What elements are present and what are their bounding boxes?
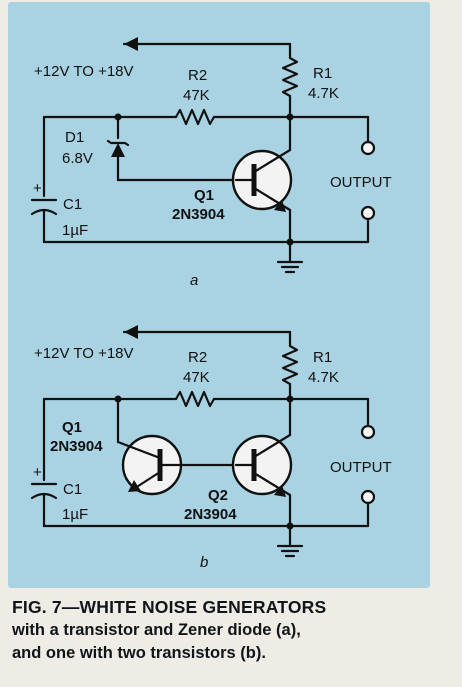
r2-name-a: R2 <box>188 67 207 84</box>
supply-label-a: +12V TO +18V <box>34 63 134 80</box>
figure-tag-b: b <box>200 554 208 571</box>
resistor-r1-a <box>281 56 299 98</box>
c1-value-a: 1µF <box>62 222 88 239</box>
caption-line-1: FIG. 7—WHITE NOISE GENERATORS <box>12 597 327 617</box>
d1-value: 6.8V <box>62 150 93 167</box>
output-label-b: OUTPUT <box>330 459 392 476</box>
caption-line-2: with a transistor and Zener diode (a), <box>12 621 301 639</box>
supply-arrow-icon <box>124 325 138 339</box>
q1-type-b: 2N3904 <box>50 438 103 455</box>
c1-name-b: C1 <box>63 481 82 498</box>
svg-text:+: + <box>33 180 42 197</box>
supply-label-b: +12V TO +18V <box>34 345 134 362</box>
r2-value-a: 47K <box>183 87 210 104</box>
r1-name-b: R1 <box>313 349 332 366</box>
q2-type-b: 2N3904 <box>184 506 237 523</box>
output-terminal-top <box>360 140 376 156</box>
transistor-q2-b <box>231 434 293 496</box>
figure-caption: FIG. 7—WHITE NOISE GENERATORS with a tra… <box>12 596 452 665</box>
q1-name-a: Q1 <box>194 187 214 204</box>
r1-value-a: 4.7K <box>308 85 339 102</box>
schematic-panel <box>8 2 430 588</box>
q1-type-a: 2N3904 <box>172 206 225 223</box>
q1-name-b: Q1 <box>62 419 82 436</box>
r1-value-b: 4.7K <box>308 369 339 386</box>
svg-text:+: + <box>33 464 42 481</box>
r2-value-b: 47K <box>183 369 210 386</box>
circuit-a: +12V TO +18V R2 47K R1 4.7K D1 6.8V + C1… <box>30 37 392 289</box>
resistor-r2-b <box>174 390 216 408</box>
r1-name-a: R1 <box>313 65 332 82</box>
resistor-r2-a <box>174 108 216 126</box>
transistor-q1-a <box>231 149 293 211</box>
zener-diode-d1 <box>111 143 125 157</box>
schematic-drawing: +12V TO +18V R2 47K R1 4.7K D1 6.8V + C1… <box>30 37 392 571</box>
d1-name: D1 <box>65 129 84 146</box>
circuit-b: +12V TO +18V R2 47K R1 4.7K Q1 2N3904 + … <box>30 325 392 571</box>
output-terminal-bottom <box>360 205 376 221</box>
output-label-a: OUTPUT <box>330 174 392 191</box>
output-terminal-bottom <box>360 489 376 505</box>
c1-value-b: 1µF <box>62 506 88 523</box>
resistor-r1-b <box>281 344 299 386</box>
output-terminal-top <box>360 424 376 440</box>
caption-line-3: and one with two transistors (b). <box>12 644 266 662</box>
figure-tag-a: a <box>190 272 198 289</box>
c1-name-a: C1 <box>63 196 82 213</box>
q2-name-b: Q2 <box>208 487 228 504</box>
r2-name-b: R2 <box>188 349 207 366</box>
supply-arrow-icon <box>124 37 138 51</box>
